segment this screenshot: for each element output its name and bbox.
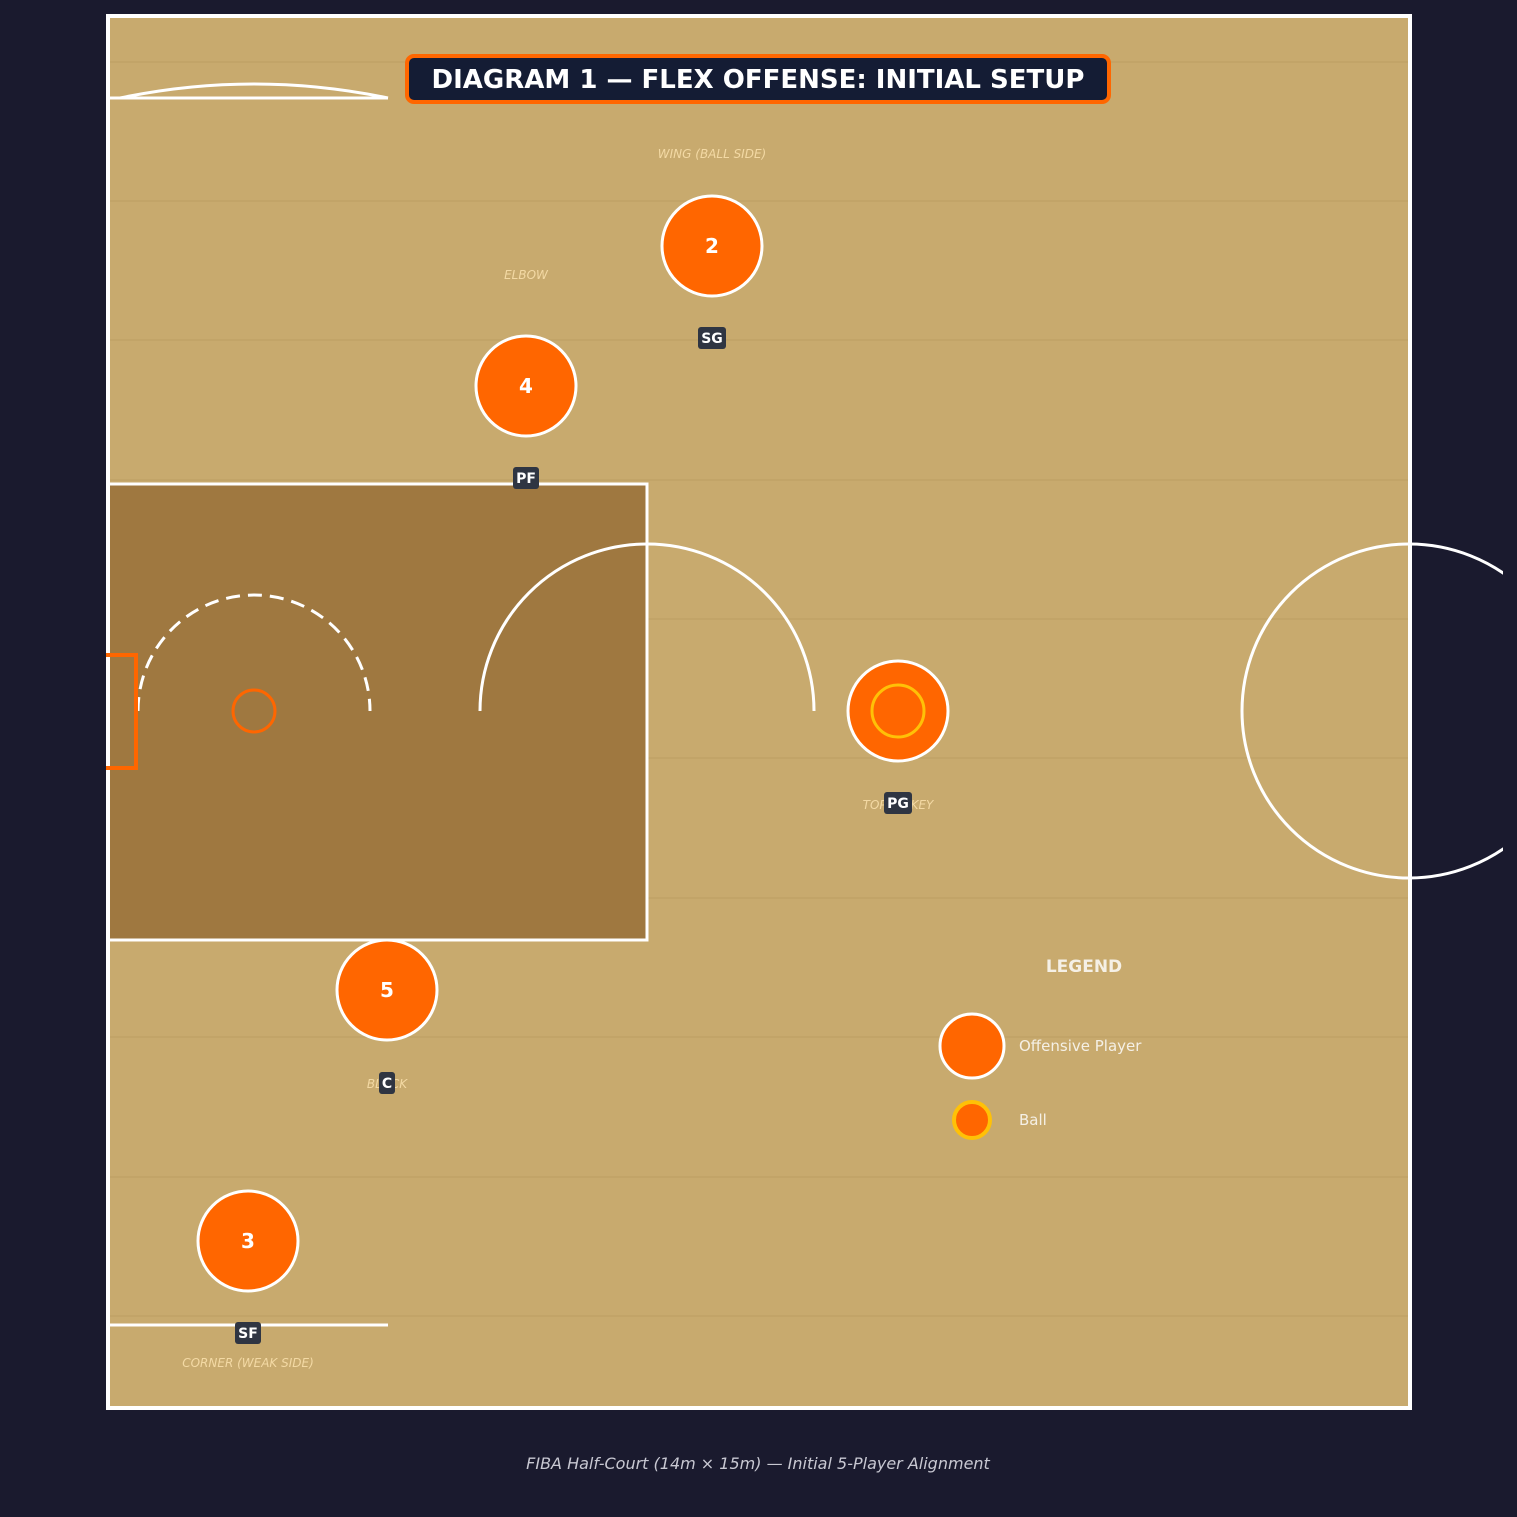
position-badge [884,792,912,814]
diagram-caption: FIBA Half-Court (14m × 15m) — Initial 5-… [526,1454,990,1473]
player-marker [846,659,950,763]
legend: LEGEND Offensive Player Ball [938,957,1142,1140]
player-pg[interactable]: PG [846,659,950,814]
player-pf[interactable]: 4 PF [474,334,578,489]
player-sg[interactable]: 2 SG [660,194,764,349]
restricted-area-arc [136,593,372,712]
position-badge [379,1072,395,1094]
player-number: 2 [705,234,719,258]
position-label: PF [516,471,536,487]
position-label: SG [701,331,723,347]
center-circle [1240,542,1503,880]
legend-player-swatch [938,1012,1006,1080]
player-number: 3 [241,1229,255,1253]
zone-label-elbow: ELBOW [504,268,549,282]
legend-title: LEGEND [1046,957,1122,977]
paint-area [106,482,649,942]
zone-label-wing: WING (BALL SIDE) [658,147,766,161]
court-boundary [106,14,1412,1410]
diagram-title: DIAGRAM 1 — FLEX OFFENSE: INITIAL SETUP [432,65,1085,95]
ball-indicator [870,683,926,739]
player-marker [660,194,764,298]
three-point-arc-top [119,82,389,100]
position-label: SF [238,1326,258,1342]
player-number: 4 [519,374,533,398]
player-marker [196,1189,300,1293]
zone-label-corner: CORNER (WEAK SIDE) [182,1356,314,1370]
title-banner: DIAGRAM 1 — FLEX OFFENSE: INITIAL SETUP [405,54,1111,104]
player-marker [474,334,578,438]
position-badge [698,327,726,349]
legend-ball-label: Ball [1019,1111,1047,1129]
position-label: PG [887,796,909,812]
position-badge [513,467,539,489]
player-number: 5 [380,978,394,1002]
player-c[interactable]: 5 C [335,938,439,1094]
rim [231,688,277,734]
position-label: C [382,1076,392,1092]
free-throw-arc [478,542,816,712]
position-badge [235,1322,261,1344]
legend-ball-swatch [952,1100,992,1140]
legend-player-label: Offensive Player [1019,1037,1142,1055]
player-marker [335,938,439,1042]
player-sf[interactable]: 3 SF [196,1189,300,1344]
floor-boards [108,61,1410,1317]
backboard [106,653,138,770]
